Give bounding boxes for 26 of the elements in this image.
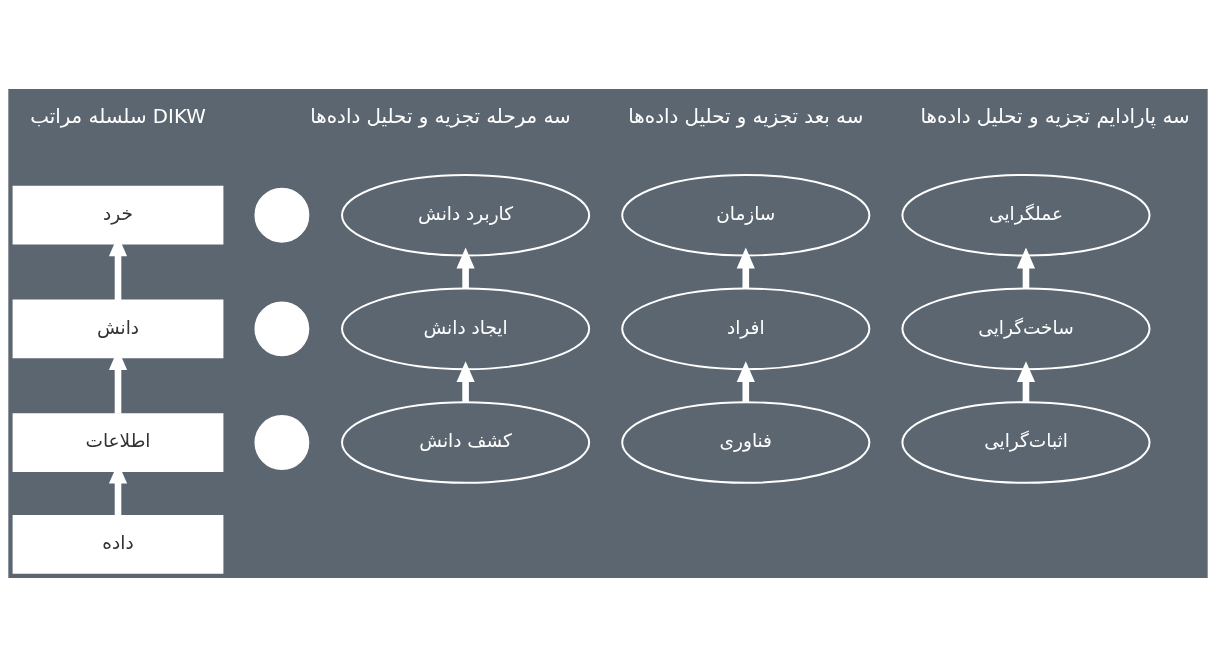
label: سه بعد تجزیه و تحلیل داده‌ها [628,104,864,128]
node-ellipse: ساخت‌گرایی [901,287,1151,370]
node-ellipse: افراد [621,287,871,370]
arrow [456,360,475,402]
node-ellipse: اثبات‌گرایی [901,400,1151,484]
label: سلسله مراتب DIKW [30,104,206,128]
node-circle [254,300,310,356]
arrow [456,247,475,288]
node-ellipse: کاربرد دانش [341,173,591,256]
label: سه پارادایم تجزیه و تحلیل داده‌ها [920,104,1190,128]
node-box: دانش [12,298,224,358]
arrow [1016,247,1036,288]
node-ellipse: فناوری [621,400,871,484]
node-ellipse: کشف دانش [341,400,591,484]
node-circle [254,414,310,470]
node-ellipse: عملگرایی [901,173,1151,256]
node-circle [254,187,310,243]
node-box: داده [12,514,224,574]
node-ellipse: سازمان [621,173,871,256]
node-box: اطلاعات [12,412,224,472]
arrow [736,247,755,288]
arrow [736,360,755,402]
node-box: خرد [12,185,224,245]
arrow [1016,360,1036,402]
label: سه مرحله تجزیه و تحلیل داده‌ها [310,104,571,128]
node-ellipse: ایجاد دانش [341,287,591,370]
